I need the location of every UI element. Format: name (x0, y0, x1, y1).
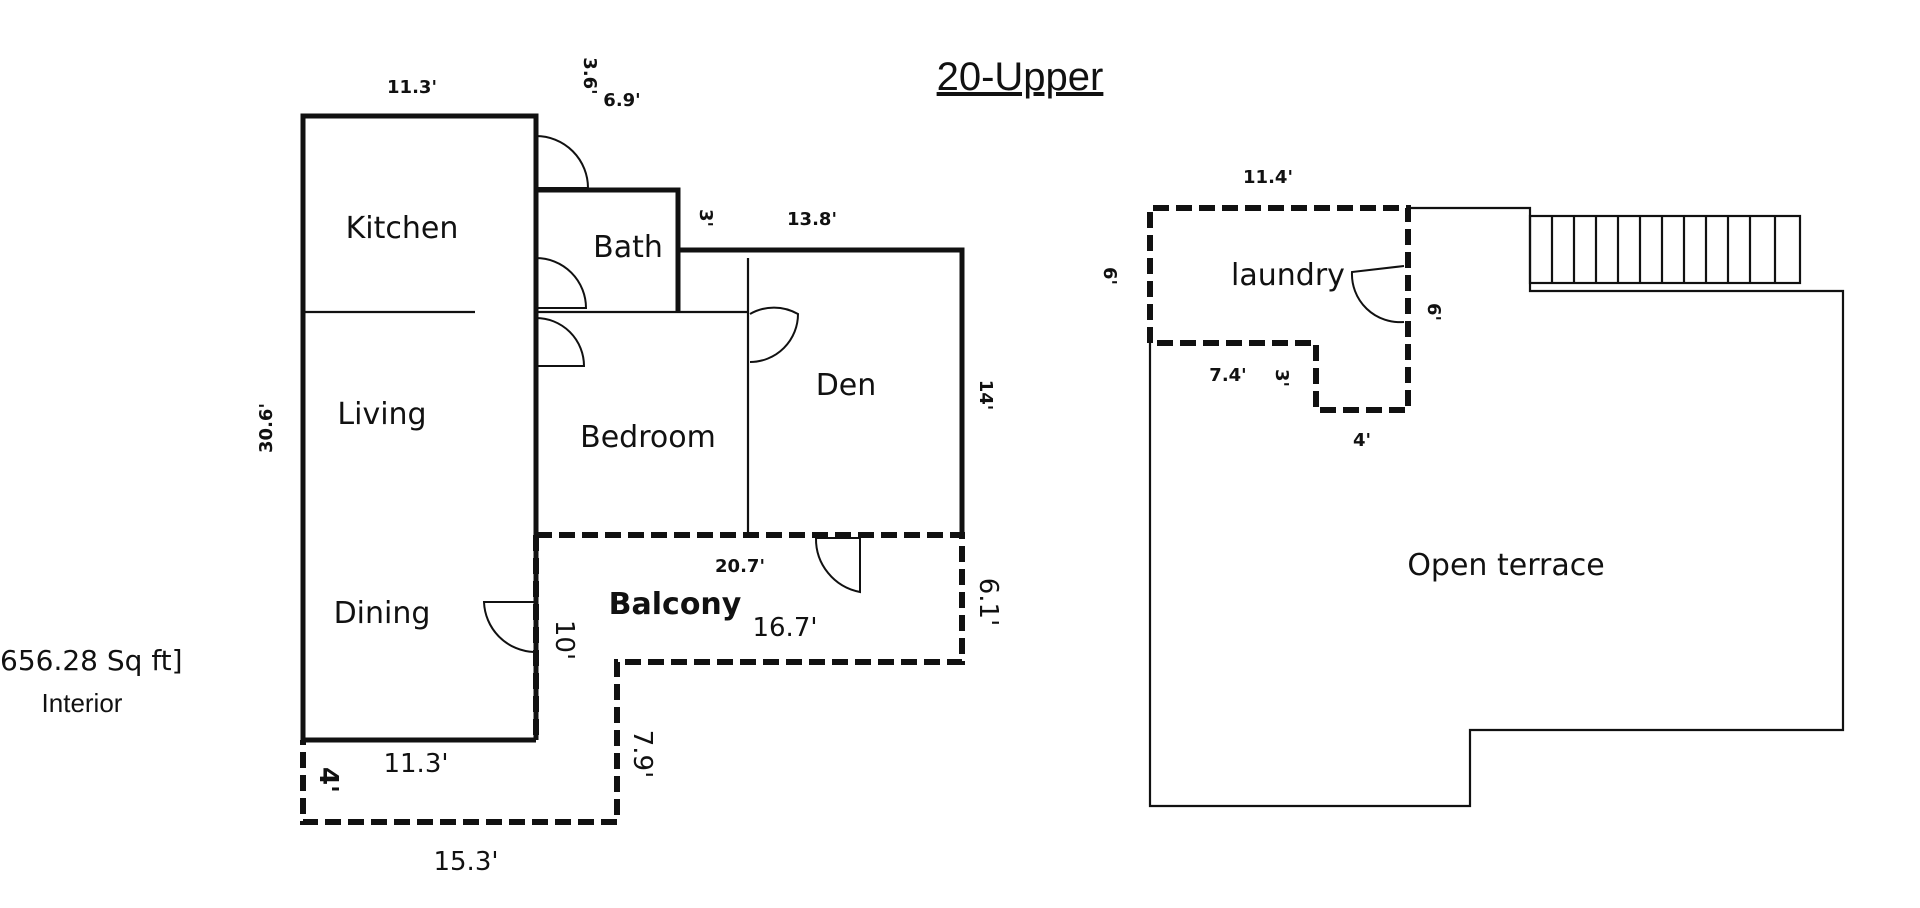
area-label: 656.28 Sq ft] (0, 644, 183, 677)
dim-den-width: 13.8' (787, 209, 837, 230)
room-kitchen: Kitchen (346, 211, 459, 246)
dim-lower-depth: 4' (313, 767, 343, 793)
door-laundry (1350, 265, 1405, 324)
dim-laundry-depth: 6' (1099, 267, 1120, 285)
stair-treads (1550, 216, 1777, 283)
door-entry (535, 135, 590, 189)
room-dining: Dining (334, 596, 431, 631)
dim-lower-width: 11.3' (383, 749, 448, 779)
room-terrace: Open terrace (1407, 548, 1604, 583)
left-plan: Kitchen Bath Living Bedroom Den Dining B… (256, 57, 1003, 877)
dim-laundry-width: 11.4' (1243, 167, 1293, 188)
door-bath (535, 257, 588, 309)
dim-laundry-right: 6' (1423, 303, 1444, 321)
room-living: Living (337, 397, 426, 432)
door-dining (482, 601, 535, 653)
dim-bath-width-a: 3.6' (579, 57, 600, 94)
dim-laundry-bottom: 4' (1353, 430, 1371, 451)
dim-kitchen-width: 11.3' (387, 77, 437, 98)
door-balcony (814, 537, 861, 594)
dim-den-depth: 14' (975, 380, 996, 411)
right-plan: laundry Open terrace 11.4' 6' 7.4' 3' 6'… (1099, 167, 1845, 808)
dim-lower-total: 15.3' (433, 847, 498, 877)
dim-balcony-length: 20.7' (715, 556, 765, 577)
dim-laundry-step: 3' (1271, 369, 1292, 387)
plan-title: 20-Upper (937, 55, 1104, 99)
door-bedroom (535, 317, 586, 367)
balcony-outline (300, 532, 965, 825)
dim-total-depth: 30.6' (256, 403, 277, 453)
room-balcony: Balcony (609, 587, 742, 622)
wall-left (300, 113, 539, 740)
room-bedroom: Bedroom (580, 420, 716, 455)
area-sublabel: Interior (42, 688, 123, 718)
dim-laundry-inner-width: 7.4' (1209, 365, 1246, 386)
dim-step-depth: 7.9' (627, 730, 657, 779)
dim-bath-offset: 3' (695, 209, 716, 227)
room-laundry: laundry (1231, 258, 1345, 293)
stairs (1528, 214, 1802, 285)
room-bath: Bath (593, 230, 663, 265)
room-den: Den (816, 368, 877, 403)
wall-den-top (678, 247, 965, 535)
terrace-outline (1148, 206, 1845, 808)
door-den (749, 306, 800, 363)
dim-balcony-side: 6.1' (973, 578, 1003, 627)
dim-balcony-inner: 16.7' (752, 613, 817, 643)
dim-balcony-depth: 10' (549, 620, 579, 660)
dim-bath-width-b: 6.9' (603, 90, 640, 111)
